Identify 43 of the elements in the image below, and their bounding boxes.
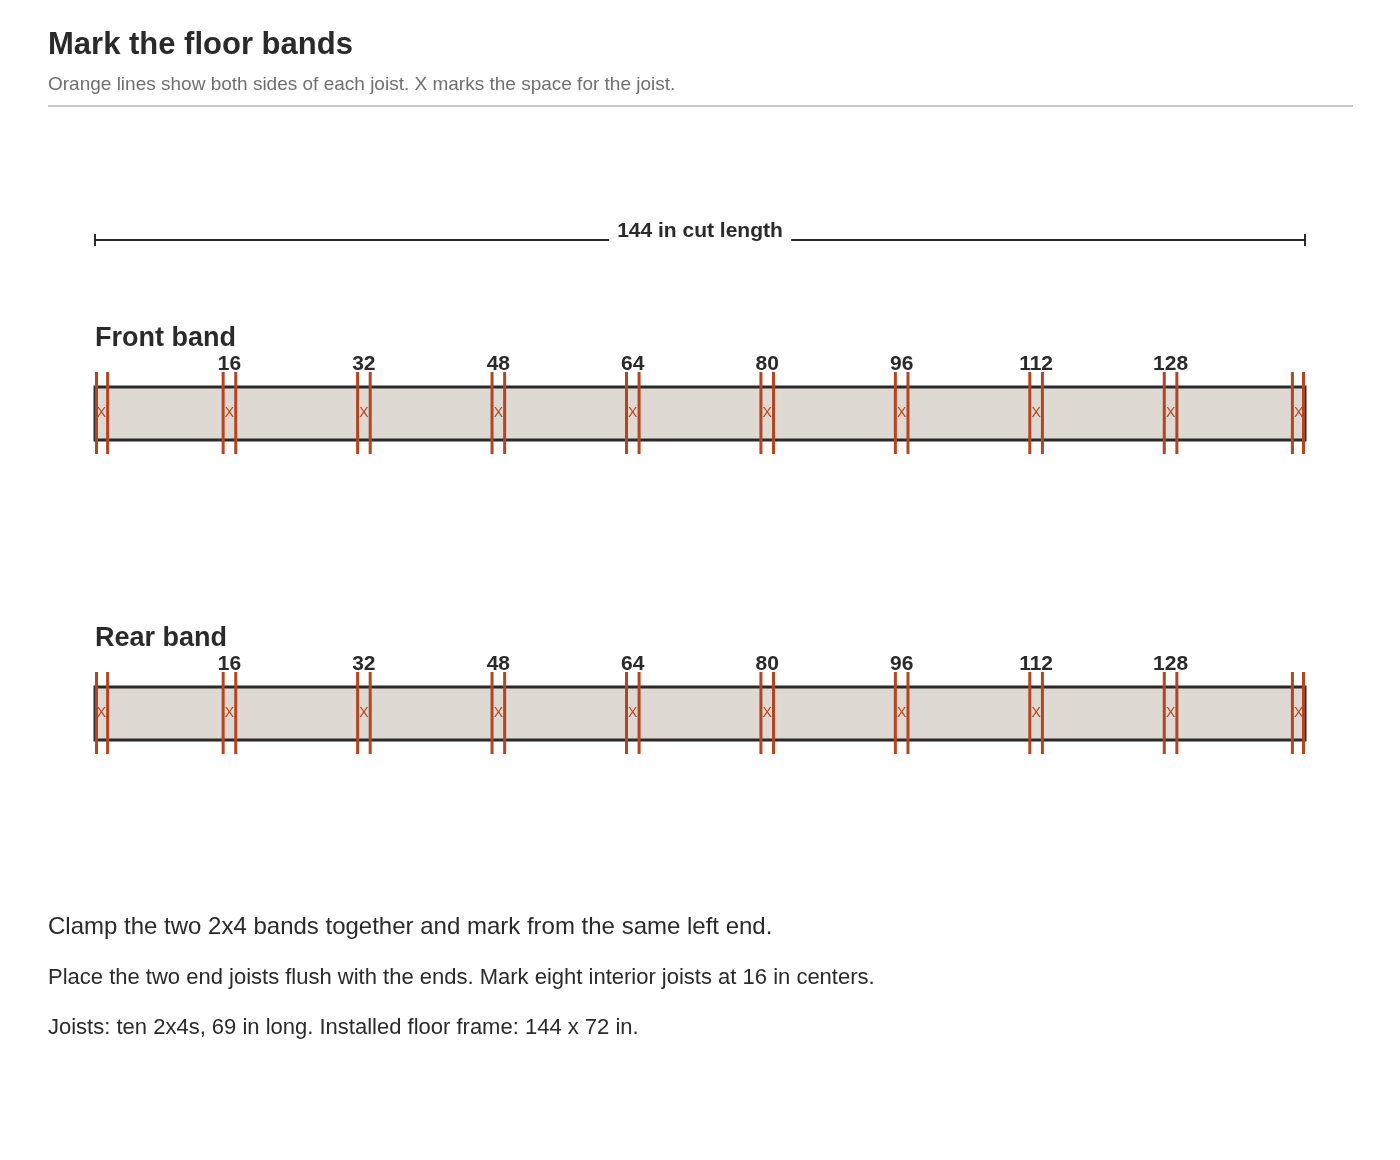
joist-mark: X — [224, 404, 235, 420]
note-text: Place the two end joists flush with the ends. Mark eight interior joists at 16 in centers. — [48, 963, 875, 990]
tick-label: 96 — [890, 351, 914, 375]
joist-mark: X — [628, 704, 638, 720]
tick-label: 96 — [890, 651, 914, 675]
joist-mark: X — [897, 704, 907, 720]
joist-mark: X — [1165, 404, 1176, 420]
joist-mark: X — [1031, 404, 1041, 420]
joist-mark: X — [493, 704, 503, 720]
subtitle: Orange lines show both sides of each joist. X marks the space for the joist. — [48, 73, 676, 95]
note-text: Joists: ten 2x4s, 69 in long. Installed floor frame: 144 x 72 in. — [48, 1013, 639, 1040]
joist-mark: X — [762, 704, 772, 720]
tick-label: 48 — [486, 351, 510, 375]
joist-mark: X — [762, 404, 772, 420]
joist-mark: X — [359, 404, 369, 420]
joist-mark: X — [96, 404, 106, 420]
tick-label: 64 — [621, 651, 645, 675]
tick-label: 16 — [217, 351, 242, 375]
joist-mark: X — [628, 404, 638, 420]
tick-label: 128 — [1153, 351, 1189, 375]
tick-label: 112 — [1019, 351, 1054, 375]
note-text: Clamp the two 2x4 bands together and mark from the same left end. — [48, 912, 773, 939]
band-heading: Rear band — [95, 621, 228, 653]
tick-label: 48 — [486, 651, 510, 675]
tick-label: 80 — [755, 651, 779, 675]
joist-mark: X — [1294, 404, 1304, 420]
tick-label: 80 — [755, 351, 779, 375]
tick-label: 16 — [217, 651, 242, 675]
band-heading: Front band — [95, 321, 236, 353]
joist-mark: X — [359, 704, 369, 720]
tick-label: 128 — [1153, 651, 1189, 675]
tick-label: 64 — [621, 351, 645, 375]
joist-mark: X — [493, 404, 503, 420]
tick-label: 32 — [352, 351, 376, 375]
joist-mark: X — [1031, 704, 1041, 720]
joist-mark: X — [1294, 704, 1304, 720]
joist-mark: X — [1165, 704, 1176, 720]
tick-label: 112 — [1019, 651, 1054, 675]
joist-mark: X — [96, 704, 106, 720]
tick-label: 32 — [352, 651, 376, 675]
joist-mark: X — [897, 404, 907, 420]
page-title: Mark the floor bands — [48, 26, 353, 62]
joist-mark: X — [224, 704, 235, 720]
